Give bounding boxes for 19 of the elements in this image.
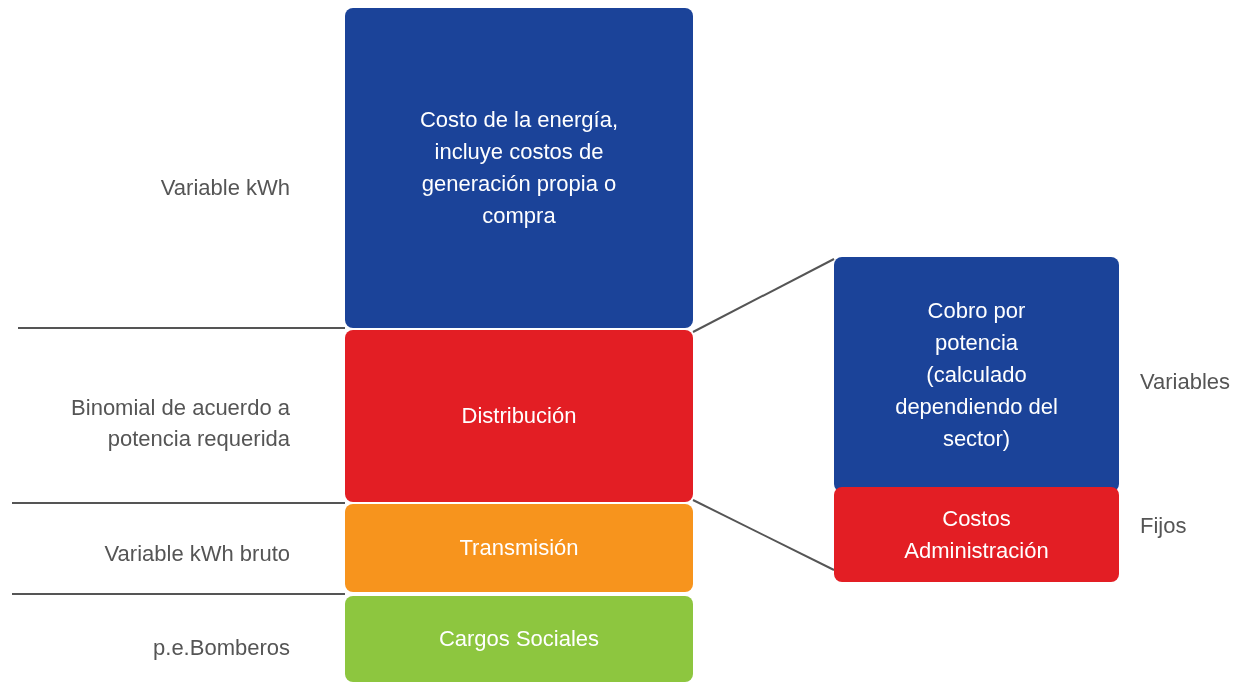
cost-block bbox=[834, 487, 1119, 582]
cost-block bbox=[345, 330, 693, 502]
cost-block bbox=[345, 504, 693, 592]
category-label: Binomial de acuerdo a potencia requerida bbox=[70, 394, 290, 453]
block-label: Cobro por potencia (calculado dependiendo del sector) bbox=[894, 296, 1059, 453]
block-label: Costos Administración bbox=[903, 504, 1050, 565]
block-label: Costo de la energía, incluye costos de generación propia o compra bbox=[418, 106, 620, 230]
block-label: Distribución bbox=[461, 402, 577, 430]
category-label: p.e.Bomberos bbox=[152, 634, 290, 662]
block-label: Transmisión bbox=[459, 534, 579, 562]
cost-block bbox=[345, 8, 693, 328]
category-label: Fijos bbox=[1140, 512, 1188, 540]
cost-block bbox=[345, 596, 693, 682]
category-label: Variable kWh bruto bbox=[103, 540, 290, 568]
block-label: Cargos Sociales bbox=[438, 625, 600, 653]
category-label: Variable kWh bbox=[159, 174, 290, 202]
category-label: Variables bbox=[1140, 368, 1232, 396]
connector-line bbox=[692, 258, 835, 333]
connector-line bbox=[692, 499, 835, 571]
